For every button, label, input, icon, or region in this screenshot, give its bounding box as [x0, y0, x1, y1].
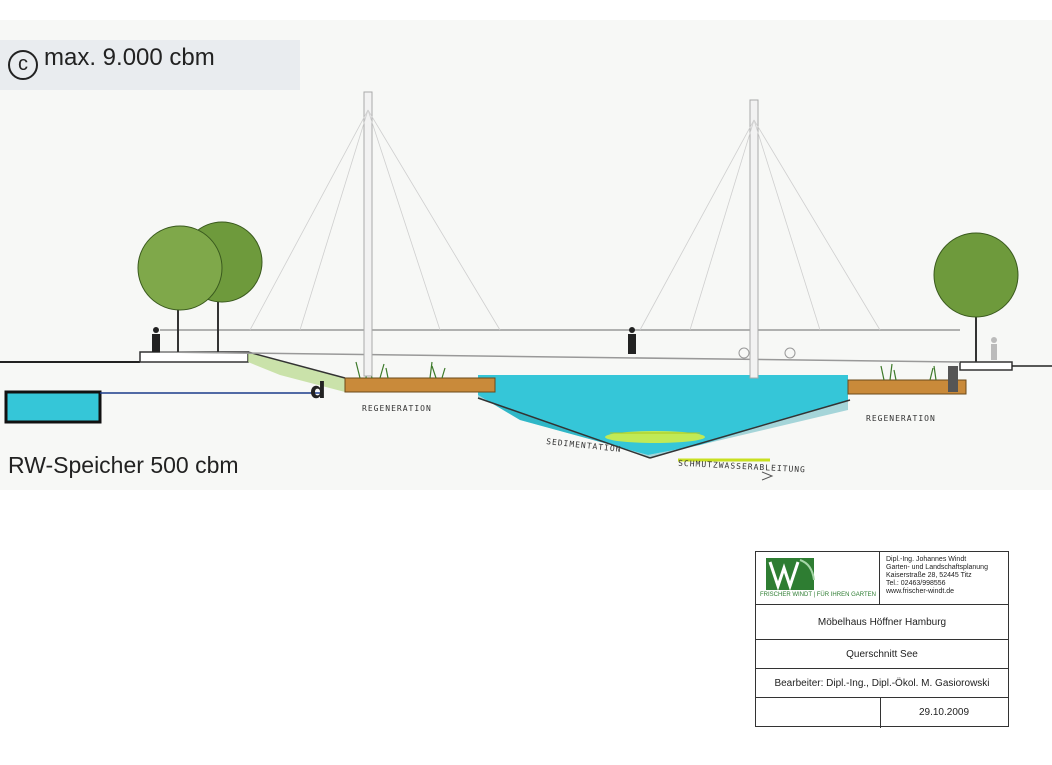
- project-name: Möbelhaus Höffner Hamburg: [756, 604, 1008, 639]
- address-line: Tel.: 02463/998556: [886, 580, 946, 587]
- author-line: Bearbeiter: Dipl.-Ing., Dipl.-Ökol. M. G…: [756, 668, 1008, 697]
- person-left: [152, 327, 160, 352]
- wheel-right: [784, 347, 796, 359]
- address-line: Dipl.-Ing. Johannes Windt: [886, 556, 967, 563]
- title-block: FRISCHER WINDT | FÜR IHREN GARTEN Dipl.-…: [755, 551, 1009, 728]
- outlet-post: [948, 366, 958, 392]
- office-address: Dipl.-Ing. Johannes Windt Garten- und La…: [886, 556, 988, 596]
- company-logo: FRISCHER WINDT | FÜR IHREN GARTEN: [756, 552, 880, 604]
- embankment-left-edge: [247, 351, 346, 379]
- drawing-title: Querschnitt See: [756, 639, 1008, 668]
- reeds-right: [880, 363, 937, 381]
- variant-letter: c: [8, 50, 38, 80]
- drainage-arrow: [761, 471, 774, 481]
- sedimentation-zone: [605, 431, 705, 443]
- regeneration-planter-right: [847, 379, 967, 395]
- address-line: Kaiserstraße 28, 52445 Titz: [886, 572, 972, 579]
- person-right: [991, 337, 997, 360]
- drawing-date: 29.10.2009: [918, 707, 970, 718]
- bridge-pylon-left: [363, 91, 373, 377]
- level-marker-label: d: [310, 379, 326, 404]
- wheel-left: [738, 347, 750, 359]
- tree-crown-left-1: [137, 225, 223, 311]
- date-row: 29.10.2009: [756, 697, 1008, 728]
- regeneration-label-left: REGENERATION: [362, 404, 432, 413]
- person-center: [628, 327, 636, 354]
- lake-bottom-left: [477, 397, 651, 459]
- label-c-panel: [0, 40, 300, 90]
- lake-shadow: [478, 395, 848, 458]
- rainwater-tank: [4, 390, 102, 424]
- embankment-left: [248, 352, 345, 392]
- logo-leaf-icon: [766, 558, 815, 591]
- bridge-pylon-right: [749, 99, 759, 379]
- address-line: Garten- und Landschaftsplanung: [886, 564, 988, 571]
- volume-label: max. 9.000 cbm: [44, 44, 215, 71]
- lake-water: [478, 375, 848, 455]
- promenade-right: [959, 361, 1013, 371]
- bridge-cables: [249, 109, 881, 331]
- storage-label: RW-Speicher 500 cbm: [8, 452, 239, 478]
- address-line: www.frischer-windt.de: [886, 588, 955, 595]
- regeneration-planter-left: [344, 377, 496, 393]
- date-divider: [880, 698, 881, 728]
- regeneration-label-right: REGENERATION: [866, 414, 936, 423]
- logo-slogan: FRISCHER WINDT | FÜR IHREN GARTEN: [759, 592, 876, 598]
- lake-bottom-right: [649, 399, 851, 459]
- bridge-deck: [159, 351, 961, 363]
- tree-crown-right: [933, 232, 1019, 318]
